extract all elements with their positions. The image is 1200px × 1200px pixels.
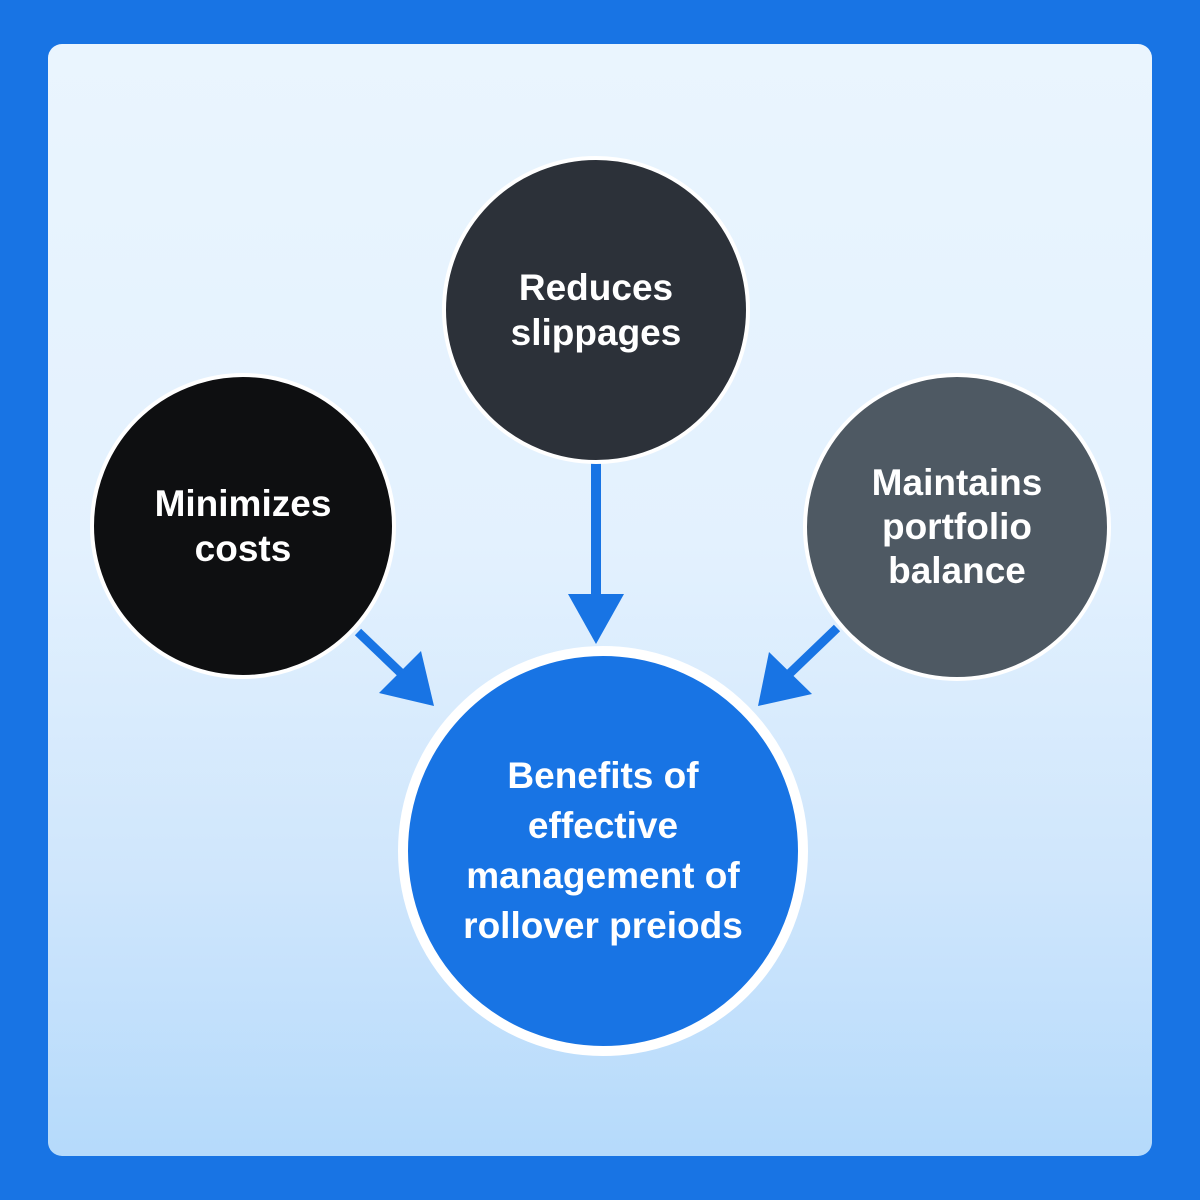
arrow-reduces-to-center <box>568 462 624 644</box>
arrow-minimizes-to-center <box>354 628 434 706</box>
node-center-benefits-label: Benefits of effective management of roll… <box>463 755 743 946</box>
node-center-benefits: Benefits of effective management of roll… <box>398 646 808 1056</box>
node-maintains-portfolio-balance-label: Maintains portfolio balance <box>871 462 1043 591</box>
node-reduces-slippages-label: Reduces slippages <box>510 267 682 353</box>
node-reduces-slippages: Reduces slippages <box>442 156 750 464</box>
node-maintains-portfolio-balance: Maintains portfolio balance <box>803 373 1111 681</box>
node-minimizes-costs-label: Minimizes costs <box>154 483 332 569</box>
arrow-maintains-to-center <box>758 624 841 706</box>
node-minimizes-costs: Minimizes costs <box>90 373 396 679</box>
